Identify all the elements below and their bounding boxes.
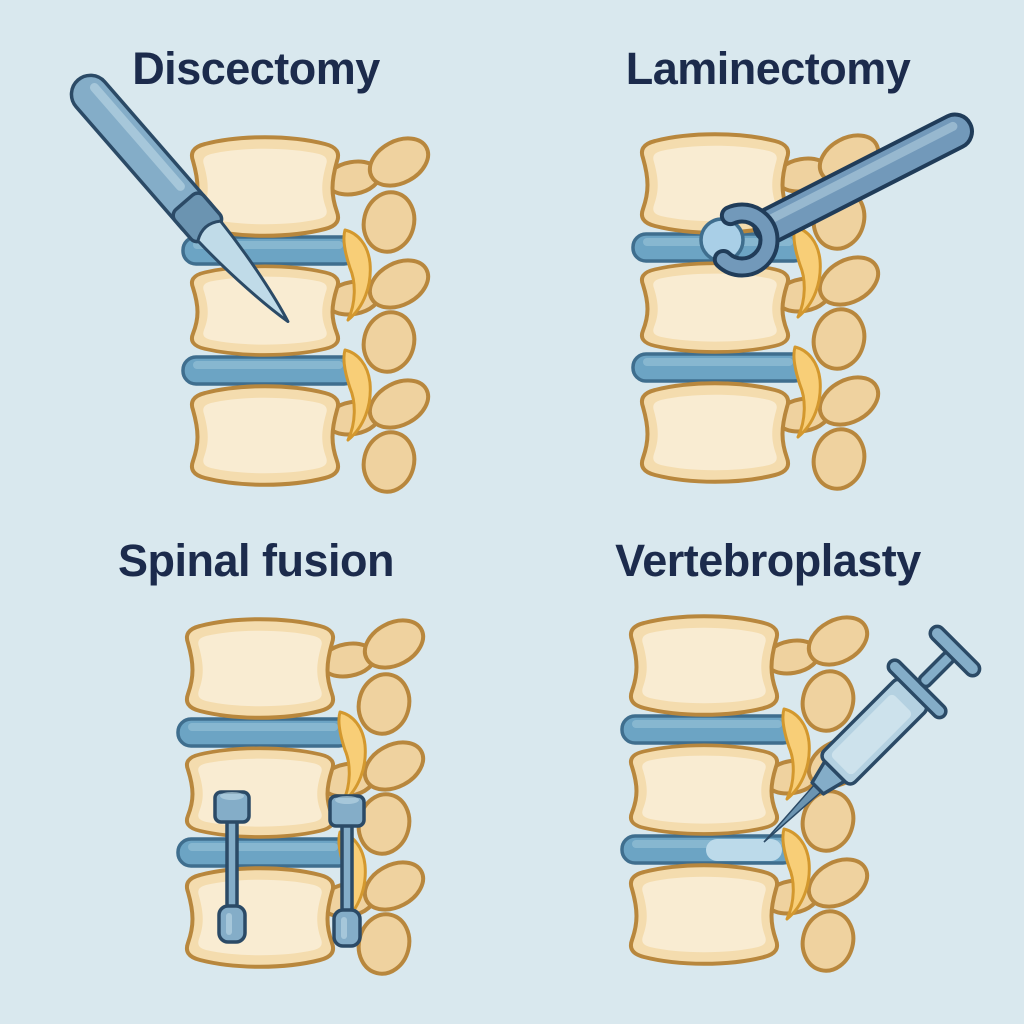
panel-laminectomy: Laminectomy	[512, 0, 1024, 512]
panel-title-spinal-fusion: Spinal fusion	[117, 535, 395, 586]
panel-discectomy: Discectomy	[0, 0, 512, 512]
discectomy-illustration	[69, 73, 439, 500]
panel-title-laminectomy: Laminectomy	[625, 43, 911, 94]
scalpel-icon	[69, 73, 290, 324]
syringe-icon	[763, 624, 982, 843]
rongeur-icon	[699, 112, 974, 278]
cement-injection-region	[706, 839, 782, 861]
spinal-fusion-illustration	[176, 608, 434, 982]
laminectomy-illustration	[631, 112, 974, 497]
panel-spinal-fusion: Spinal fusion	[0, 512, 512, 1024]
panel-title-vertebroplasty: Vertebroplasty	[615, 535, 921, 586]
vertebroplasty-illustration	[620, 605, 982, 979]
panel-title-discectomy: Discectomy	[132, 43, 380, 94]
panel-vertebroplasty: Vertebroplasty	[512, 512, 1024, 1024]
